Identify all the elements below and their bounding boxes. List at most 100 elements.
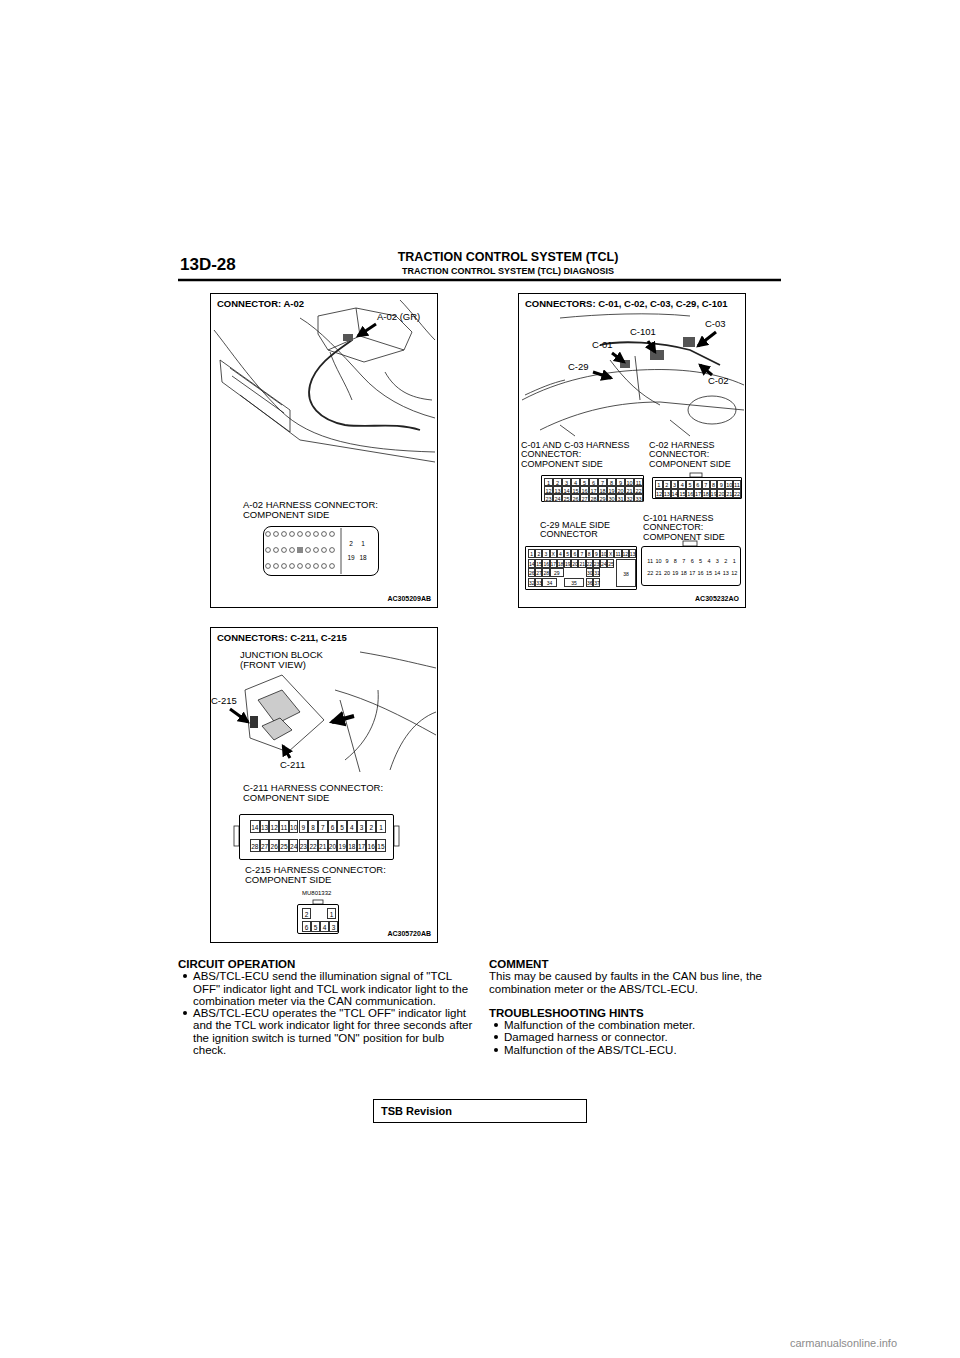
pin-number: 8 [710, 480, 718, 489]
line-shape [341, 528, 342, 574]
pin-number: 17 [550, 559, 557, 568]
pin-number: 14 [713, 568, 721, 578]
pin-number: 2 [366, 820, 376, 833]
pin-number: 19 [564, 559, 571, 568]
watermark: carmanualsonline.info [790, 1338, 897, 1350]
g-shape [214, 300, 435, 462]
revision-label: TSB Revision [381, 1100, 452, 1122]
connector-face: 11109876543212221201918171615141312 [641, 546, 741, 586]
connector-face: 12345678910111213141516171819202122 [652, 477, 742, 499]
connector-face: 1234567891011121314151617181920212223242… [541, 475, 644, 502]
pin-number: 3 [713, 556, 721, 566]
figure-code: AC305720AB [387, 930, 431, 937]
text-block: TROUBLESHOOTING HINTS [489, 1007, 781, 1019]
pin-number: 3 [542, 549, 549, 558]
view-caption: C-02 HARNESS CONNECTOR: COMPONENT SIDE [649, 441, 744, 469]
rect-shape [296, 546, 304, 554]
pin-number: 7 [680, 556, 688, 566]
pin-number: 9 [593, 549, 600, 558]
pin-number: 11 [614, 549, 621, 558]
pin-number: X [550, 549, 557, 558]
view-caption: JUNCTION BLOCK (FRONT VIEW) [240, 650, 350, 670]
pin-number: 25 [607, 559, 614, 568]
pin-number: 9 [717, 480, 725, 489]
page-number: 13D-28 [180, 256, 236, 274]
g-shape [230, 709, 290, 758]
pin-number: 5 [580, 478, 589, 486]
pin-number: 15 [571, 486, 580, 494]
path-shape [245, 675, 324, 752]
pin-number: 17 [688, 568, 696, 578]
bullet-dot [183, 974, 187, 978]
pin-number: 9 [616, 478, 625, 486]
pin-number: 10 [289, 820, 299, 833]
pin-number: 19 [337, 839, 347, 852]
pin-number: 1 [655, 480, 663, 489]
pin-number: 20 [663, 568, 671, 578]
panel-heading: CONNECTORS: C-01, C-02, C-03, C-29, C-10… [525, 298, 728, 309]
bullet-text: ABS/TCL-ECU operates the "TCL OFF" indic… [193, 1007, 474, 1056]
bullet-dot [494, 1023, 498, 1027]
pin-number: 37 [593, 578, 600, 587]
pin-number: 1 [327, 908, 336, 919]
text-block: CIRCUIT OPERATION [178, 958, 474, 970]
pin-number: 21 [318, 839, 328, 852]
pin-number: 13 [260, 820, 270, 833]
text-column: COMMENTThis may be caused by faults in t… [489, 958, 781, 1056]
g-shape [522, 314, 744, 436]
pin-number: 5 [696, 556, 704, 566]
pin-number: 31 [616, 494, 625, 502]
pin-number: 21 [625, 486, 634, 494]
pin-number: 16 [696, 568, 704, 578]
pin-number: 1 [730, 556, 738, 566]
path-shape [345, 690, 378, 760]
pin-number: 28 [542, 568, 549, 577]
callout-label: C-03 [705, 319, 726, 329]
path-shape [340, 700, 360, 772]
callout-label: C-02 [708, 376, 729, 386]
callout-label: C-29 [568, 362, 589, 372]
rect-shape [297, 547, 303, 553]
pin-number: 9 [299, 820, 309, 833]
line-shape [283, 746, 290, 758]
pin-number: 22 [586, 559, 593, 568]
pin-number: 5 [686, 480, 694, 489]
pin-number: 14 [250, 820, 260, 833]
path-shape [335, 690, 436, 735]
pin-number: 16 [366, 839, 376, 852]
figure-code: AC305209AB [387, 595, 431, 602]
pin-number: 22 [308, 839, 318, 852]
pin-number: 3 [562, 478, 571, 486]
pin-number: 34 [542, 578, 556, 587]
callout-label: C-01 [592, 340, 613, 350]
pin-number: 2 [346, 539, 356, 549]
bullet-text: ABS/TCL-ECU send the illumination signal… [193, 970, 474, 1007]
connector-face: 1413121110987654321282726252423222120191… [239, 814, 394, 860]
pin-number: 35 [564, 578, 584, 587]
pin-number: 12 [269, 820, 279, 833]
pin-number: 13 [629, 549, 636, 558]
pin-number: 17 [589, 486, 598, 494]
pin-number: 11 [733, 480, 741, 489]
pin-number: 18 [702, 489, 710, 498]
pin-number: 14 [562, 486, 571, 494]
path-shape [540, 402, 744, 430]
path-shape [600, 342, 720, 365]
pin-number: 17 [357, 839, 367, 852]
panel-heading: CONNECTORS: C-211, C-215 [217, 632, 347, 643]
pin-number: 22 [646, 568, 654, 578]
pin-number: 6 [694, 480, 702, 489]
pin-number: 4 [557, 549, 564, 558]
pin-number: 4 [347, 820, 357, 833]
path-shape [525, 380, 565, 395]
pin-number: 32 [528, 578, 535, 587]
pin-number: 6 [571, 549, 578, 558]
pin-number: 2 [535, 549, 542, 558]
pin-number: 25 [562, 494, 571, 502]
g-shape [593, 332, 716, 378]
pin-number: 20 [571, 559, 578, 568]
pin-number: 24 [289, 839, 299, 852]
pin-number: 4 [571, 478, 580, 486]
pin-number: 4 [320, 921, 329, 932]
